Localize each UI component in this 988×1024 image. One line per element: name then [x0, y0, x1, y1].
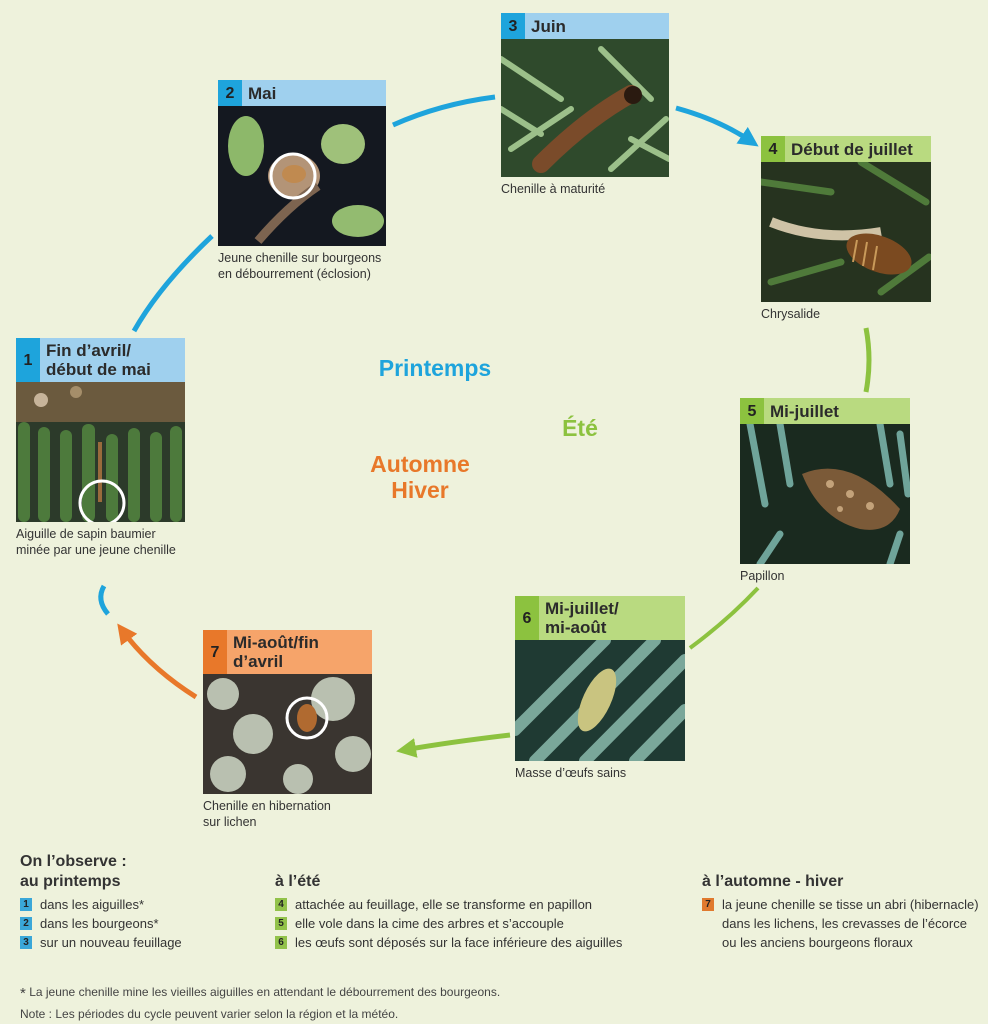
- arrow-6-to-7: [396, 732, 511, 758]
- legend-text-3: sur un nouveau feuillage: [40, 935, 182, 950]
- legend-badge-5: 5: [275, 917, 287, 930]
- stage-2-title: Mai: [248, 84, 277, 103]
- stage-2-photo: [218, 106, 386, 246]
- egg-mass-photo-icon: [515, 640, 685, 761]
- stage-1-photo: [16, 382, 185, 522]
- stage-6-header: 6 Mi-juillet/ mi-août: [515, 596, 685, 640]
- arrow-5-to-6: [688, 586, 760, 650]
- arrow-7-to-1: [117, 623, 198, 700]
- stage-2-number: 2: [218, 80, 242, 106]
- footnote-asterisk: *: [20, 985, 26, 1002]
- stage-3-photo: [501, 39, 669, 177]
- stage-6-caption: Masse d’œufs sains: [515, 766, 627, 780]
- footnote-text: La jeune chenille mine les vieilles aigu…: [29, 985, 501, 999]
- stage-5-number: 5: [740, 398, 764, 424]
- legend-item-1: 1 dans les aiguilles*: [20, 895, 260, 914]
- legend-text-4: attachée au feuillage, elle se transform…: [295, 897, 593, 912]
- legend-text-1: dans les aiguilles*: [40, 897, 145, 912]
- bud-photo-icon: [218, 106, 386, 246]
- legend-text-2: dans les bourgeons*: [40, 916, 159, 931]
- needle-photo-icon: [16, 382, 185, 522]
- lichen-photo-icon: [203, 674, 372, 794]
- stage-2-card: 2 Mai Jeune chenille sur bourgeons en dé…: [218, 80, 386, 282]
- stage-7-photo: [203, 674, 372, 794]
- stage-4-card: 4 Début de juillet Chrysalide: [761, 136, 931, 322]
- legend-spring: On l’observe : au printemps 1 dans les a…: [20, 852, 260, 952]
- legend-item-2: 2 dans les bourgeons*: [20, 914, 260, 933]
- stage-3-card: 3 Juin Chenille à maturité: [501, 13, 669, 197]
- stage-6-photo: [515, 640, 685, 761]
- stage-7-caption: Chenille en hibernation sur lichen: [203, 799, 331, 829]
- legend-text-6: les œufs sont déposés sur la face inféri…: [295, 935, 623, 950]
- stage-1-card: 1 Fin d’avril/ début de mai Aiguille de …: [16, 338, 185, 558]
- legend-summer: à l’été 4 attachée au feuillage, elle se…: [275, 872, 675, 952]
- legend-item-4: 4 attachée au feuillage, elle se transfo…: [275, 895, 675, 914]
- legend-badge-3: 3: [20, 936, 32, 949]
- stage-1-caption: Aiguille de sapin baumier minée par une …: [16, 527, 176, 557]
- legend-text-5: elle vole dans la cime des arbres et s’a…: [295, 916, 564, 931]
- legend-item-6: 6 les œufs sont déposés sur la face infé…: [275, 933, 675, 952]
- legend-autumn-title: à l’automne - hiver: [702, 873, 844, 890]
- legend-autumn: à l’automne - hiver 7 la jeune chenille …: [702, 872, 986, 952]
- legend-badge-1: 1: [20, 898, 32, 911]
- season-spring-label: Printemps: [378, 355, 492, 381]
- legend-item-7: 7 la jeune chenille se tisse un abri (hi…: [702, 895, 986, 952]
- season-summer-label: Été: [562, 415, 598, 441]
- legend-badge-2: 2: [20, 917, 32, 930]
- legend-item-3: 3 sur un nouveau feuillage: [20, 933, 260, 952]
- stage-7-number: 7: [203, 630, 227, 674]
- stage-6-number: 6: [515, 596, 539, 640]
- stage-4-photo: [761, 162, 931, 302]
- legend-summer-title: à l’été: [275, 873, 321, 890]
- legend-badge-6: 6: [275, 936, 287, 949]
- stage-1-number: 1: [16, 338, 40, 382]
- arrow-4-to-5: [863, 327, 872, 393]
- stage-5-caption: Papillon: [740, 569, 785, 583]
- arrow-2-to-3: [391, 94, 496, 128]
- arrow-3-to-4: [675, 105, 759, 147]
- stage-3-caption: Chenille à maturité: [501, 182, 606, 196]
- stage-6-title: Mi-juillet/ mi-août: [545, 599, 619, 637]
- stage-3-number: 3: [501, 13, 525, 39]
- cycle-arrows: [98, 94, 872, 758]
- cycle-note: Note : Les périodes du cycle peuvent var…: [20, 1007, 399, 1021]
- stage-5-photo: [740, 424, 910, 564]
- stage-5-title: Mi-juillet: [770, 402, 839, 421]
- arrow-7-to-1-blue-tail: [98, 584, 110, 616]
- stage-1-title: Fin d’avril/ début de mai: [46, 341, 151, 379]
- stage-2-header: 2 Mai: [218, 80, 386, 106]
- moth-photo-icon: [740, 424, 910, 564]
- stage-3-title: Juin: [531, 17, 566, 36]
- stage-2-caption: Jeune chenille sur bourgeons en débourre…: [218, 251, 382, 281]
- stage-5-card: 5 Mi-juillet Papillon: [740, 398, 910, 584]
- chrysalis-photo-icon: [761, 162, 931, 302]
- legend-text-7: la jeune chenille se tisse un abri (hibe…: [722, 897, 979, 950]
- stage-6-card: 6 Mi-juillet/ mi-août Masse d’œufs sains: [515, 596, 685, 781]
- legend-intro: On l’observe :: [20, 853, 127, 870]
- stage-5-header: 5 Mi-juillet: [740, 398, 910, 424]
- legend-spring-title: au printemps: [20, 873, 121, 890]
- stage-1-header: 1 Fin d’avril/ début de mai: [16, 338, 185, 382]
- legend-badge-4: 4: [275, 898, 287, 911]
- footnote: * La jeune chenille mine les vieilles ai…: [20, 985, 500, 1002]
- legend-item-5: 5 elle vole dans la cime des arbres et s…: [275, 914, 675, 933]
- stage-4-header: 4 Début de juillet: [761, 136, 931, 162]
- stage-4-number: 4: [761, 136, 785, 162]
- stage-7-card: 7 Mi-août/fin d’avril ou début de mai Ch…: [203, 630, 372, 830]
- caterpillar-photo-icon: [501, 39, 669, 177]
- stage-4-title: Début de juillet: [791, 140, 913, 159]
- stage-4-caption: Chrysalide: [761, 307, 821, 321]
- arrow-1-to-2: [131, 234, 214, 333]
- season-autumn-winter-label: Automne Hiver: [370, 451, 470, 503]
- stage-7-header: 7 Mi-août/fin d’avril ou début de mai: [203, 630, 372, 690]
- legend-badge-7: 7: [702, 898, 714, 911]
- stage-3-header: 3 Juin: [501, 13, 669, 39]
